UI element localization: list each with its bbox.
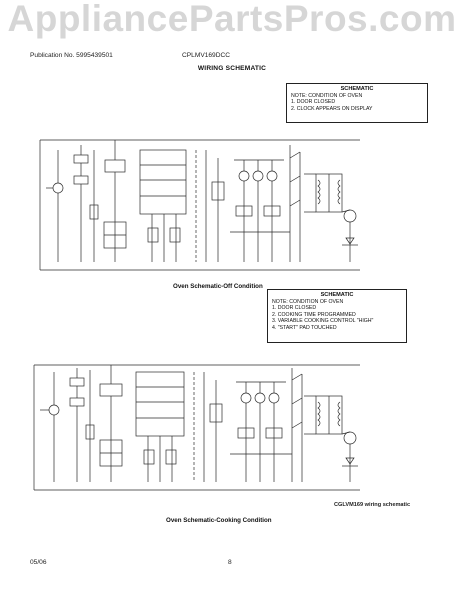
publication-number: Publication No. 5995439501 [30, 52, 113, 59]
note-line: 4. "START" PAD TOUCHED [272, 324, 337, 331]
note-line: NOTE: CONDITION OF OVEN [272, 298, 344, 305]
schematic-cook-note: SCHEMATIC NOTE: CONDITION OF OVEN 1. DOO… [267, 289, 407, 343]
note-line: NOTE: CONDITION OF OVEN [291, 92, 363, 99]
schematic-cook-caption: Oven Schematic-Cooking Condition [166, 517, 272, 524]
model-number: CPLMV169DCC [182, 52, 231, 59]
note-line: 2. COOKING TIME PROGRAMMED [272, 311, 356, 318]
footer-date: 05/06 [30, 559, 47, 566]
schematic-off-caption: Oven Schematic-Off Condition [173, 283, 263, 290]
note-title: SCHEMATIC [340, 86, 374, 92]
note-title: SCHEMATIC [320, 292, 354, 298]
note-line: 3. VARIABLE COOKING CONTROL "HIGH" [272, 318, 374, 325]
page-number: 8 [228, 559, 232, 566]
watermark-logo: AppliancePartsPros.com [7, 0, 457, 39]
page-title: WIRING SCHEMATIC [197, 65, 267, 72]
schematic-cook-diagram [33, 364, 360, 491]
note-line: 1. DOOR CLOSED [291, 99, 336, 106]
note-line: 1. DOOR CLOSED [272, 305, 317, 312]
schematic-cook-side-caption: CGLVM169 wiring schematic [334, 502, 411, 508]
note-line: 2. CLOCK APPEARS ON DISPLAY [291, 105, 373, 112]
schematic-off-note: SCHEMATIC NOTE: CONDITION OF OVEN 1. DOO… [286, 83, 428, 123]
schematic-off-diagram [39, 139, 360, 271]
